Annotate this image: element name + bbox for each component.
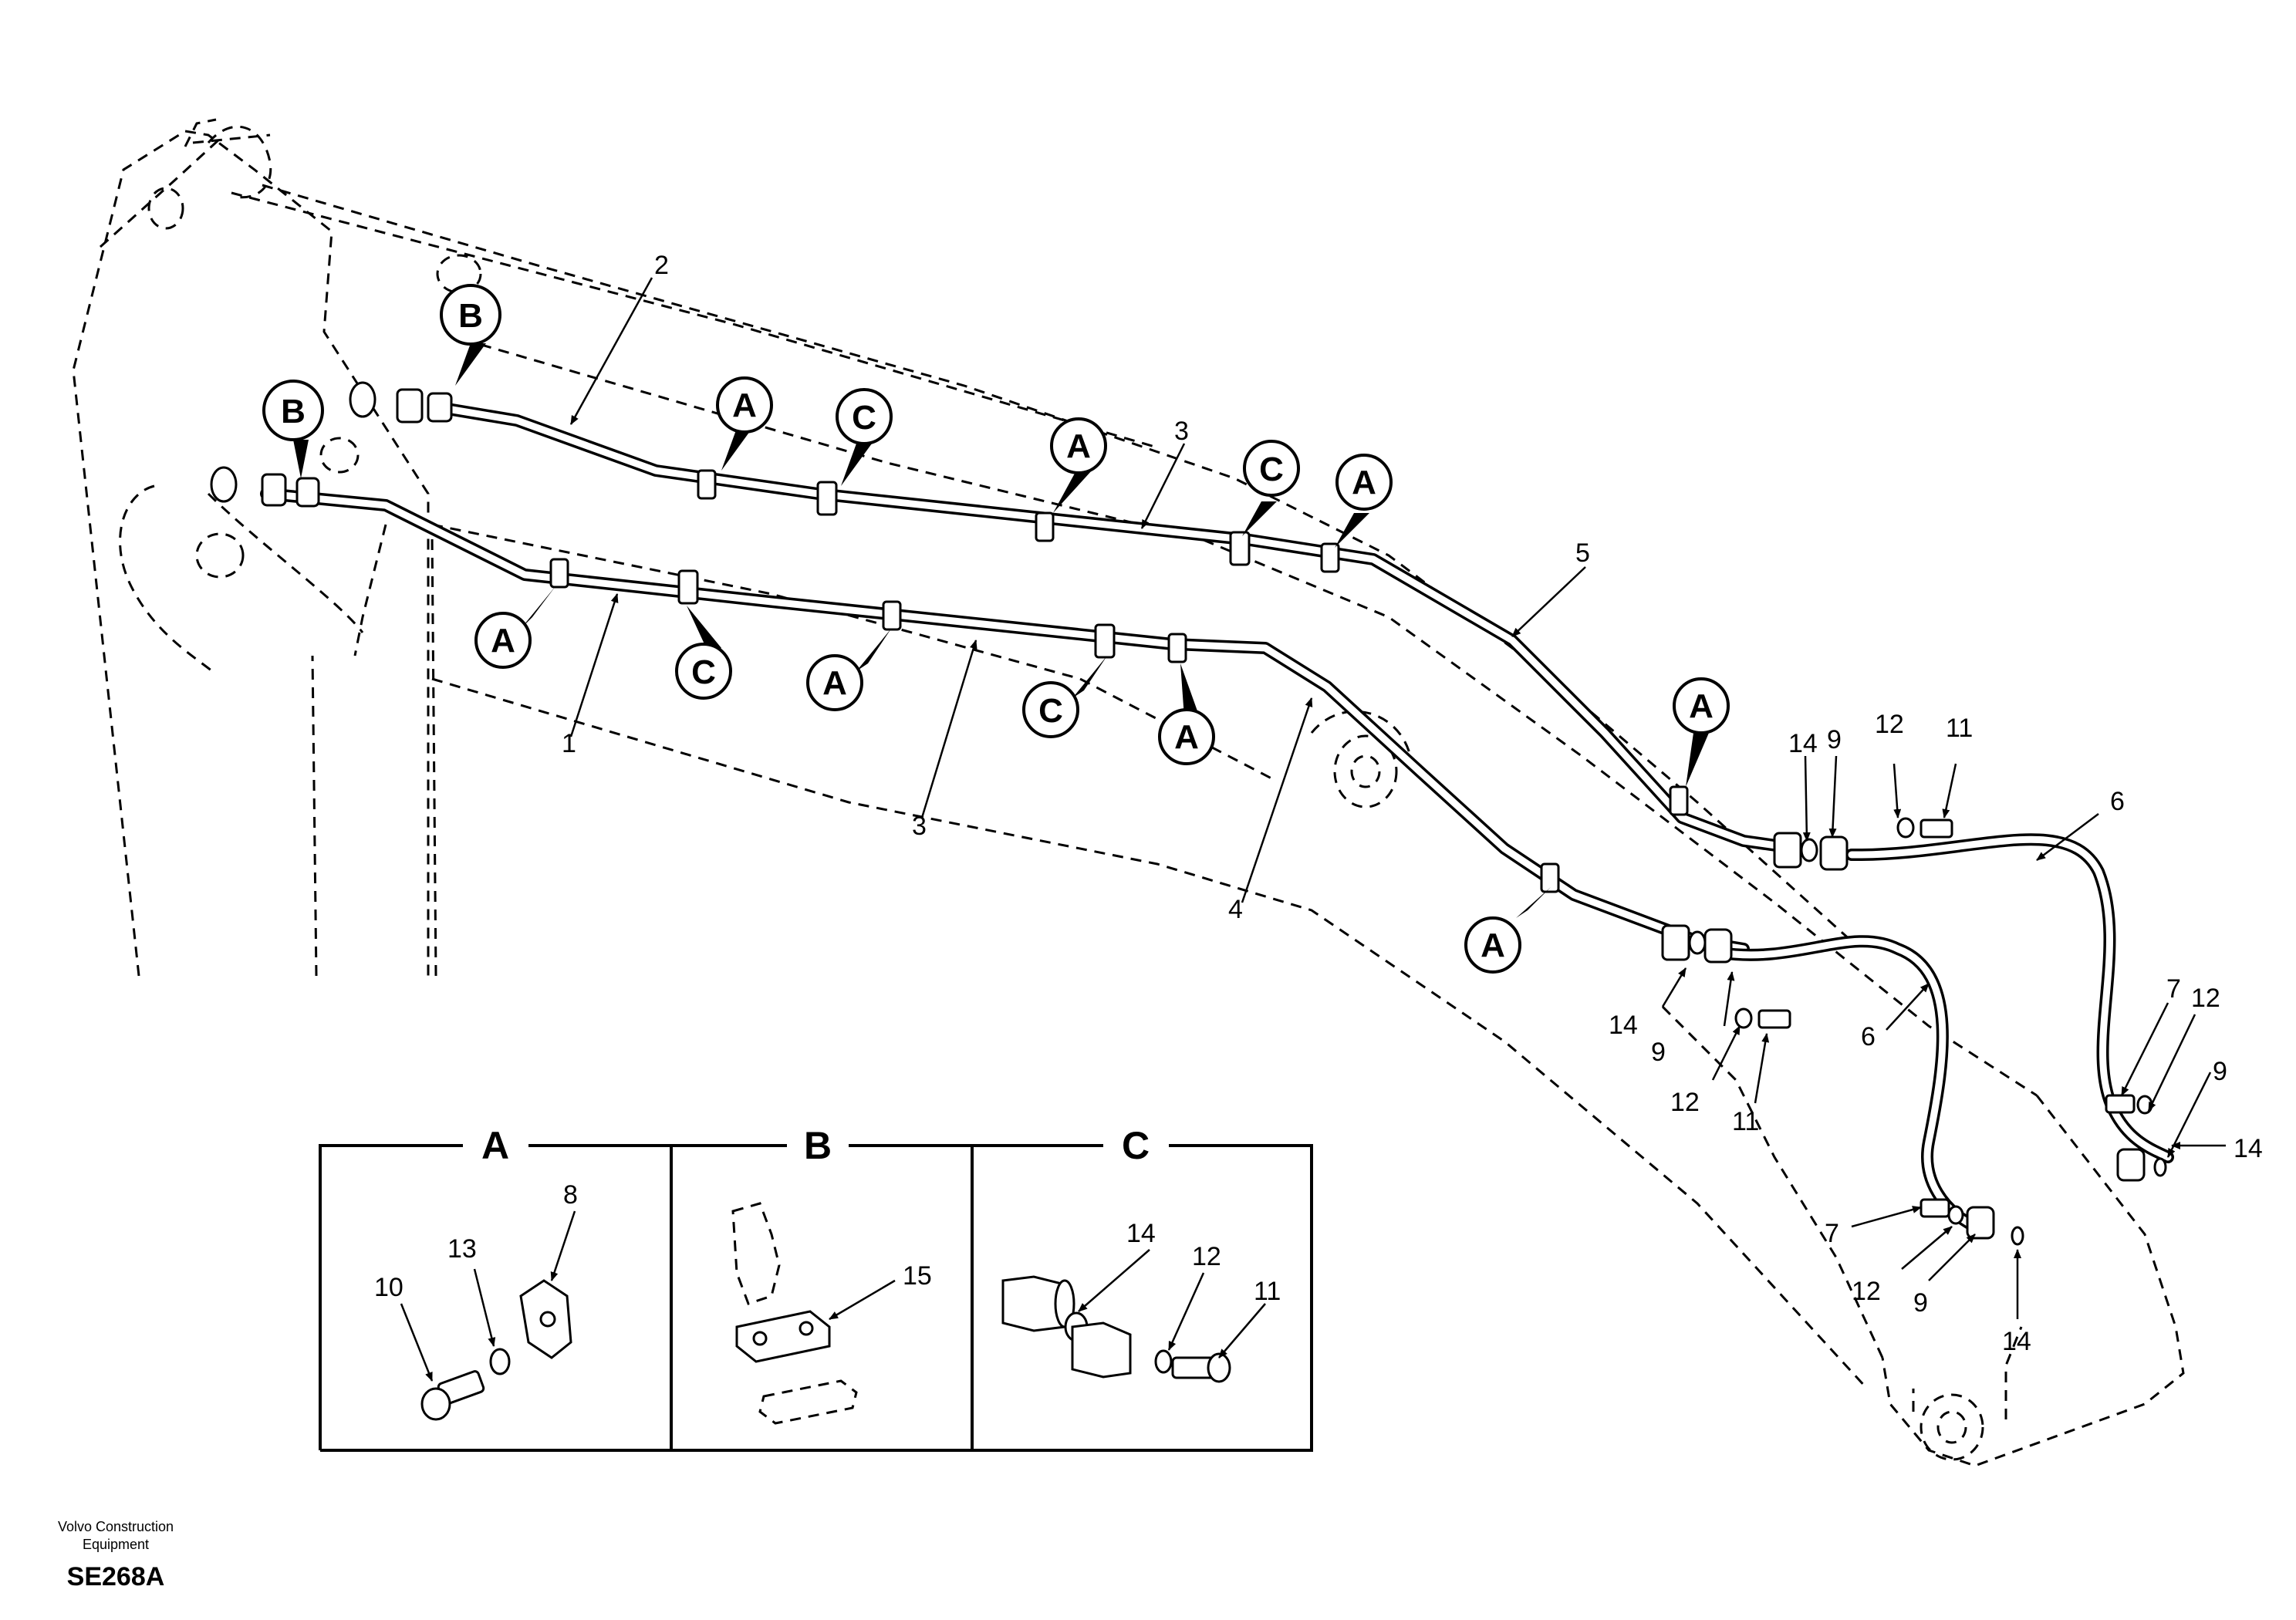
bubble-a-4: A (474, 612, 532, 669)
svg-text:10: 10 (374, 1273, 403, 1302)
svg-text:14: 14 (1609, 1011, 1638, 1040)
svg-text:12: 12 (2191, 984, 2220, 1013)
svg-text:5: 5 (1575, 538, 1590, 568)
svg-text:2: 2 (654, 251, 669, 280)
bubble-a-3: A (1335, 454, 1393, 511)
bubble-c-3: C (675, 643, 732, 700)
svg-text:6: 6 (2110, 787, 2125, 816)
svg-text:3: 3 (1174, 417, 1189, 446)
svg-text:15: 15 (903, 1261, 932, 1291)
view-c-title: C (1122, 1124, 1150, 1167)
hose-lower (1714, 935, 1981, 1233)
svg-text:3: 3 (912, 812, 927, 841)
svg-text:C: C (1038, 692, 1063, 730)
drawing-code: SE268A (67, 1562, 165, 1591)
svg-text:C: C (691, 653, 716, 691)
bubble-c-1: C (836, 388, 893, 445)
svg-text:A: A (1174, 718, 1199, 756)
company-name-line1: Volvo Construction (58, 1519, 174, 1534)
svg-text:14: 14 (1788, 729, 1818, 758)
svg-text:12: 12 (1192, 1242, 1221, 1271)
pipe-line-1 (260, 488, 1750, 955)
svg-text:4: 4 (1228, 895, 1243, 924)
svg-text:B: B (281, 393, 306, 430)
svg-text:1: 1 (562, 729, 576, 758)
bubble-c-4: C (1022, 681, 1079, 738)
bubble-a-5: A (806, 654, 863, 711)
svg-text:9: 9 (1913, 1288, 1928, 1318)
svg-text:14: 14 (2002, 1327, 2031, 1356)
view-c-parts: 14 12 11 (1001, 1219, 1281, 1383)
svg-text:C: C (852, 399, 876, 437)
svg-text:A: A (1066, 427, 1091, 465)
svg-text:12: 12 (1875, 710, 1904, 739)
svg-text:9: 9 (2213, 1057, 2227, 1086)
view-b-title: B (804, 1124, 832, 1167)
svg-text:7: 7 (1825, 1219, 1839, 1248)
pipe-line-2 (441, 403, 1804, 855)
view-b-parts: 15 (731, 1202, 932, 1425)
bubble-c-2: C (1243, 440, 1300, 497)
bubble-b-upper: B (440, 284, 501, 346)
view-a-parts: 8 13 10 (374, 1180, 578, 1421)
svg-text:14: 14 (1126, 1219, 1156, 1248)
svg-text:14: 14 (2234, 1134, 2263, 1163)
view-a-title: A (481, 1124, 509, 1167)
callout-numbers: 2 3 5 1 3 4 6 6 12 11 14 9 14 9 12 11 7 … (562, 251, 2263, 1356)
svg-text:11: 11 (1732, 1107, 1759, 1136)
svg-text:11: 11 (1254, 1277, 1281, 1306)
svg-text:9: 9 (1651, 1038, 1666, 1067)
bubble-a-2: A (1050, 417, 1107, 474)
svg-text:C: C (1259, 451, 1284, 488)
detail-views-panel: A B C 8 13 10 15 (319, 1124, 1313, 1452)
leader-lines (569, 277, 2226, 1319)
bubble-a-8: A (1464, 916, 1521, 974)
fittings (210, 381, 2167, 1246)
svg-text:A: A (1689, 687, 1714, 725)
hose-upper (1845, 833, 2174, 1163)
svg-text:A: A (1481, 926, 1505, 964)
svg-text:12: 12 (1852, 1277, 1881, 1306)
svg-text:A: A (732, 386, 757, 424)
svg-text:9: 9 (1827, 725, 1842, 754)
svg-text:A: A (1352, 464, 1376, 501)
bubble-b-lower: B (262, 380, 324, 441)
boom-outline (72, 118, 2185, 1467)
company-name-line2: Equipment (83, 1537, 149, 1552)
footer: Volvo Construction Equipment SE268A (58, 1519, 174, 1591)
svg-text:6: 6 (1861, 1022, 1876, 1051)
svg-text:A: A (822, 664, 847, 702)
svg-text:7: 7 (2166, 974, 2181, 1004)
svg-text:8: 8 (563, 1180, 578, 1210)
svg-text:13: 13 (447, 1234, 477, 1264)
svg-text:A: A (491, 622, 515, 660)
svg-text:11: 11 (1946, 714, 1973, 743)
bubble-a-7: A (1673, 677, 1730, 734)
svg-text:12: 12 (1670, 1088, 1700, 1117)
svg-text:B: B (458, 297, 483, 335)
pipe-clamps (549, 469, 1689, 893)
bubble-a-6: A (1158, 708, 1215, 765)
bubble-pointers (293, 343, 1709, 918)
bubble-a-1: A (716, 376, 773, 434)
